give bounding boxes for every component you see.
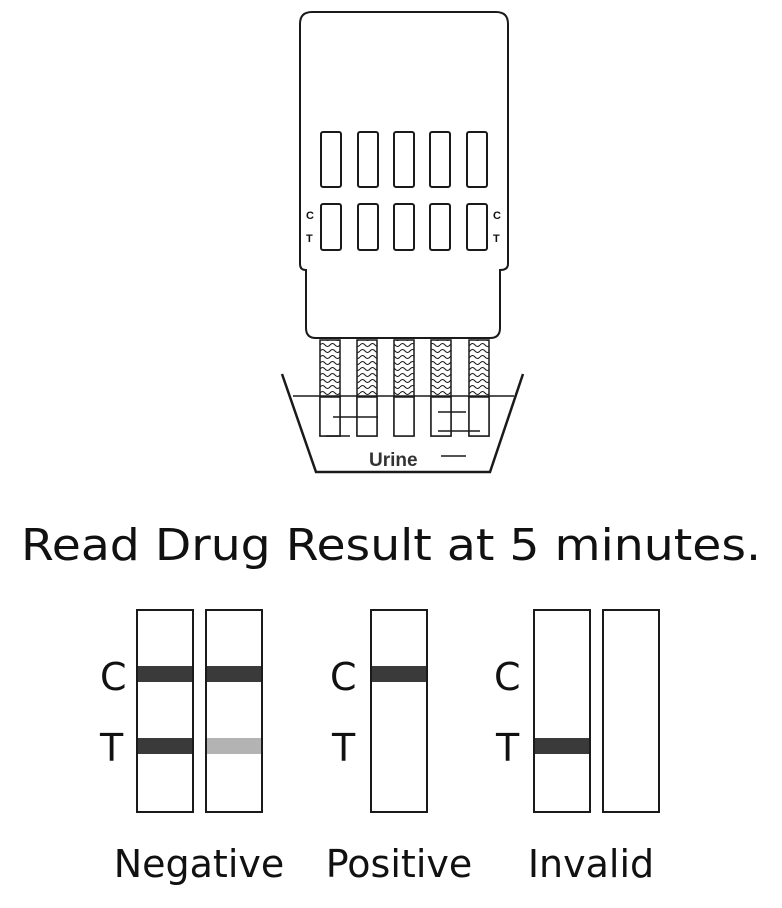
- control-line: [207, 666, 261, 682]
- urine-label: Urine: [369, 450, 418, 471]
- urine-ripples: [326, 411, 480, 457]
- lower-window-4: [429, 203, 451, 251]
- card-label-left-t: T: [306, 233, 313, 245]
- positive-label: Positive: [326, 842, 473, 886]
- invalid-c-label: C: [494, 655, 521, 699]
- result-guide: C T Negative C T Positive: [99, 609, 660, 886]
- test-card: [299, 11, 509, 339]
- test-line: [138, 738, 192, 754]
- result-negative: C T Negative: [99, 609, 285, 886]
- test-card-body: [299, 11, 509, 339]
- test-line: [535, 738, 589, 754]
- upper-window-3: [393, 131, 415, 188]
- positive-strip-1: [370, 609, 428, 813]
- control-line: [372, 666, 426, 682]
- upper-windows: [320, 131, 488, 188]
- test-line-faint: [207, 738, 261, 754]
- invalid-strip-1: [533, 609, 591, 813]
- positive-c-label: C: [330, 655, 357, 699]
- upper-window-1: [320, 131, 342, 188]
- negative-c-label: C: [100, 655, 127, 699]
- lower-window-1: [320, 203, 342, 251]
- lower-window-5: [466, 203, 488, 251]
- invalid-strip-2: [602, 609, 660, 813]
- upper-window-5: [466, 131, 488, 188]
- lower-window-2: [357, 203, 379, 251]
- negative-label: Negative: [114, 842, 285, 886]
- positive-t-label: T: [331, 726, 356, 770]
- urine-cup: [280, 373, 525, 474]
- lower-window-3: [393, 203, 415, 251]
- control-line: [138, 666, 192, 682]
- negative-strip-1: [136, 609, 194, 813]
- result-positive: C T Positive: [326, 609, 473, 886]
- upper-window-4: [429, 131, 451, 188]
- card-label-right-c: C: [493, 210, 501, 222]
- invalid-t-label: T: [495, 726, 520, 770]
- negative-strip-2: [205, 609, 263, 813]
- card-label-left-c: C: [306, 210, 314, 222]
- result-invalid: C T Invalid: [494, 609, 660, 886]
- card-label-right-t: T: [493, 233, 500, 245]
- negative-t-label: T: [99, 726, 124, 770]
- lower-windows: [320, 203, 488, 251]
- upper-window-2: [357, 131, 379, 188]
- instruction-heading: Read Drug Result at 5 minutes.: [21, 520, 761, 571]
- cup-outline: [280, 373, 525, 474]
- invalid-label: Invalid: [528, 842, 654, 886]
